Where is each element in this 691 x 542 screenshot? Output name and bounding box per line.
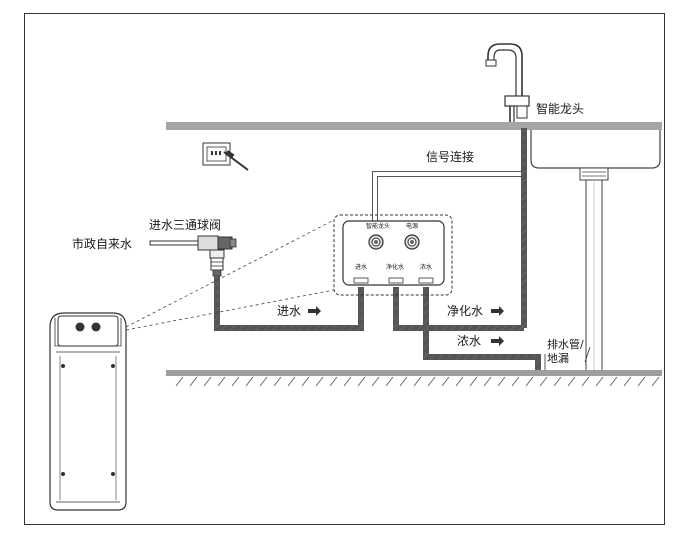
three-way-valve [149, 235, 237, 277]
floor-hatch-mark [259, 376, 268, 387]
floor-hatch-mark [385, 376, 394, 387]
panel-label-inlet-port: 进水 [355, 264, 368, 271]
smart-faucet [485, 43, 530, 122]
label-smart-faucet: 智能龙头 [536, 102, 585, 116]
inlet-pipe [214, 276, 364, 331]
arrow-purified [491, 306, 504, 316]
concentrate-pipe [423, 287, 541, 372]
floor-hatch-mark [441, 376, 450, 387]
floor-hatch-mark [497, 376, 506, 387]
label-floor-drain: 地漏 [547, 352, 569, 365]
panel-label-concentrate-port: 浓水 [420, 264, 433, 271]
floor-hatch-mark [217, 376, 226, 387]
floor-hatch-mark [399, 376, 408, 387]
floor-hatch-mark [343, 376, 352, 387]
label-drain-pipe: 排水管/ [547, 338, 584, 351]
floor-hatch-mark [231, 376, 240, 387]
floor-hatch-mark [301, 376, 310, 387]
floor-hatch-mark [203, 376, 212, 387]
floor-hatch-mark [567, 376, 576, 387]
floor-hatch-mark [329, 376, 338, 387]
floor-hatch-mark [175, 376, 184, 387]
floor-hatch-mark [427, 376, 436, 387]
panel-label-power-port: 电源 [406, 223, 419, 230]
power-outlet [202, 142, 249, 171]
signal-cable [372, 128, 527, 222]
outer-frame [24, 13, 665, 525]
arrow-inlet [308, 306, 321, 316]
floor-hatch-mark [315, 376, 324, 387]
floor-hatch-mark [371, 376, 380, 387]
panel-label-purified-port: 净化水 [386, 264, 405, 271]
zoom-callout-box [333, 214, 453, 296]
floor-hatch-mark [287, 376, 296, 387]
label-municipal-water: 市政自来水 [72, 237, 133, 251]
water-purifier-unit [49, 312, 127, 511]
floor [166, 370, 662, 376]
floor-hatch-mark [469, 376, 478, 387]
floor-hatch-mark [189, 376, 198, 387]
sink-basin [530, 130, 661, 169]
label-inlet: 进水 [277, 304, 302, 318]
floor-hatch-mark [357, 376, 366, 387]
floor-hatch-mark [609, 376, 618, 387]
label-three-way-valve: 进水三通球阀 [149, 218, 222, 232]
floor-hatch-mark [539, 376, 548, 387]
connection-panel [342, 220, 445, 286]
floor-hatch-mark [245, 376, 254, 387]
label-concentrate-water: 浓水 [457, 334, 482, 348]
floor-hatch-mark [273, 376, 282, 387]
floor-hatch-mark [637, 376, 646, 387]
floor-hatch [175, 376, 660, 387]
floor-hatch-mark [595, 376, 604, 387]
floor-hatch-mark [651, 376, 660, 387]
floor-hatch-mark [455, 376, 464, 387]
floor-hatch-mark [581, 376, 590, 387]
sink-drain-fitting [579, 167, 609, 181]
floor-hatch-mark [525, 376, 534, 387]
floor-hatch-mark [553, 376, 562, 387]
arrow-concentrate [491, 336, 504, 346]
floor-hatch-mark [511, 376, 520, 387]
label-signal-connection: 信号连接 [426, 150, 475, 164]
purified-pipe [393, 287, 524, 331]
countertop [166, 122, 662, 130]
panel-label-faucet-port: 智能龙头 [366, 223, 391, 230]
floor-hatch-mark [483, 376, 492, 387]
label-purified-water: 净化水 [447, 304, 484, 318]
floor-hatch-mark [623, 376, 632, 387]
floor-hatch-mark [413, 376, 422, 387]
